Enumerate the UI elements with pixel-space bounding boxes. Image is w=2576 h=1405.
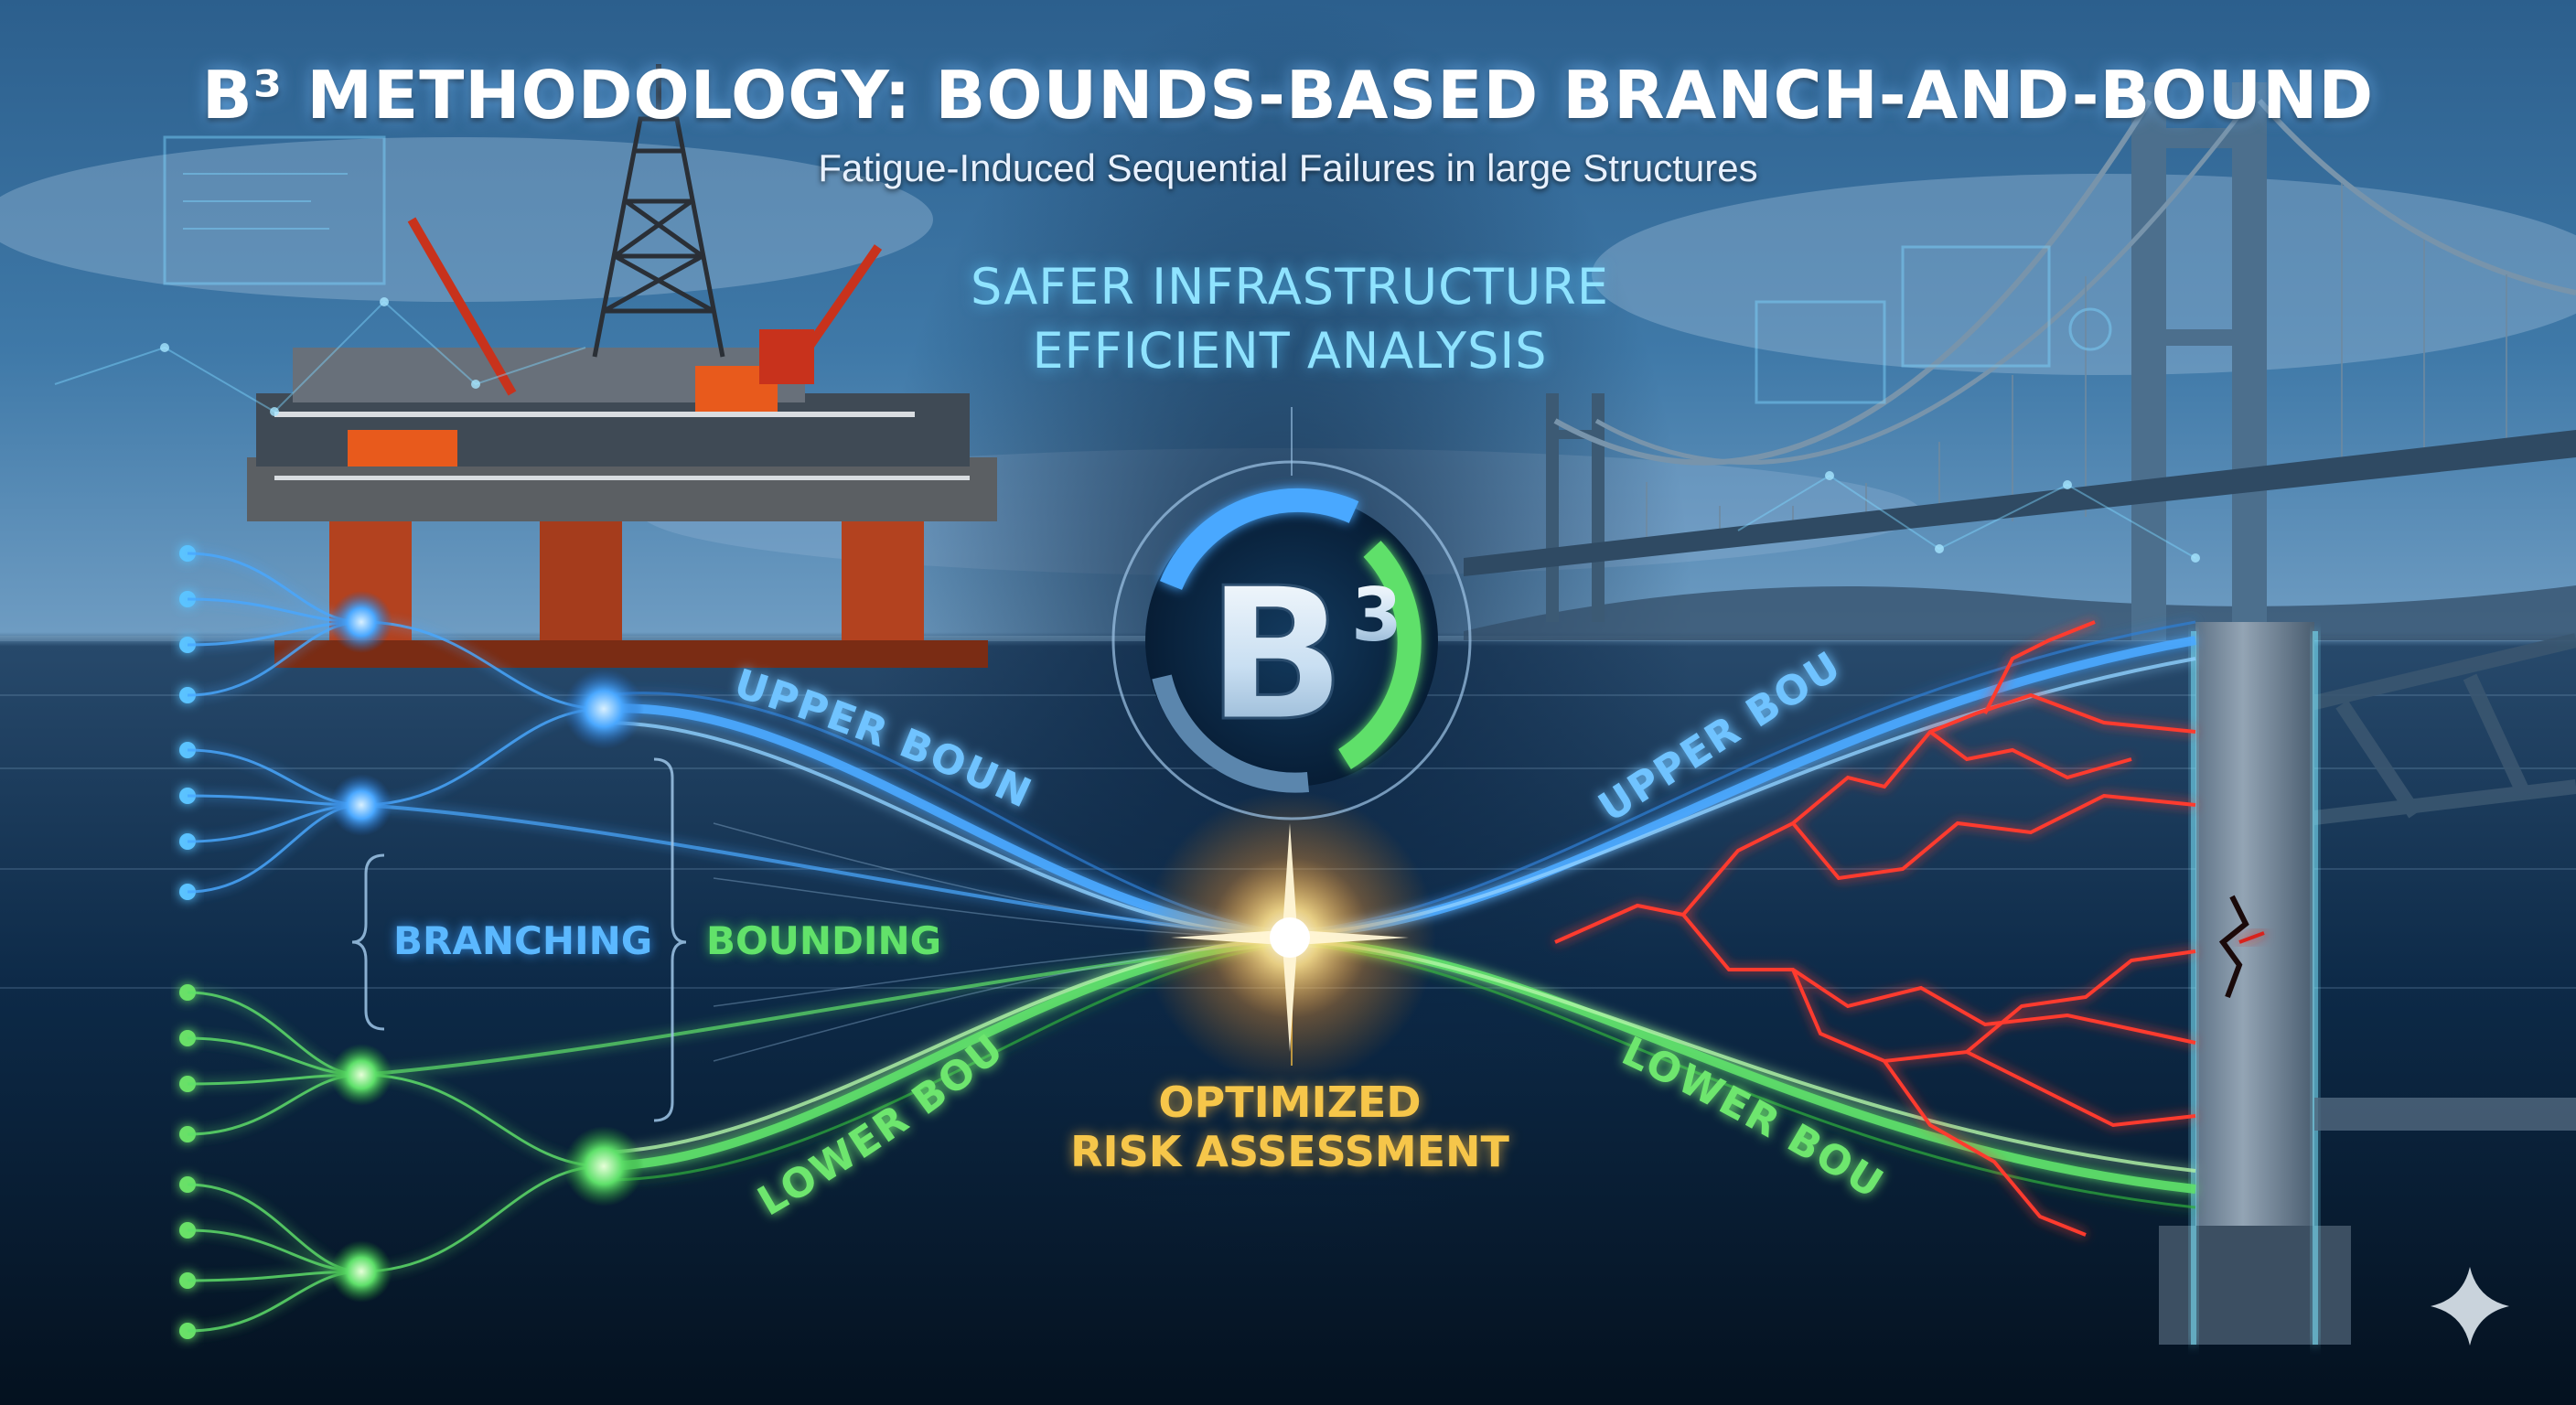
logo-superscript: 3 [1351, 573, 1402, 658]
optimized-label-line-2: RISK ASSESSMENT [1070, 1127, 1509, 1176]
page-subtitle: Fatigue-Induced Sequential Failures in l… [818, 146, 1758, 189]
tagline-line-1: SAFER INFRASTRUCTURE [971, 258, 1609, 316]
branch-nodes [330, 591, 644, 1303]
network-dots [160, 297, 2200, 563]
tagline-line-2: EFFICIENT ANALYSIS [1032, 322, 1548, 380]
page-title: B³ METHODOLOGY: BOUNDS-BASED BRANCH-AND-… [201, 57, 2375, 134]
suspension-bridge [1464, 82, 2576, 1345]
b3-logo: B 3 [1111, 460, 1472, 820]
bounding-bracket [653, 757, 687, 1122]
optimized-label-line-1: OPTIMIZED [1158, 1078, 1422, 1127]
fracture-lines [1554, 620, 2196, 1237]
sparkle-icon [2431, 1267, 2509, 1346]
branching-label: BRANCHING [393, 918, 653, 963]
logo-letter: B [1207, 549, 1346, 762]
branching-bracket [351, 853, 385, 1031]
oil-platform [247, 64, 997, 668]
convergence-burst [1143, 791, 1436, 1084]
bounding-label: BOUNDING [706, 918, 942, 963]
